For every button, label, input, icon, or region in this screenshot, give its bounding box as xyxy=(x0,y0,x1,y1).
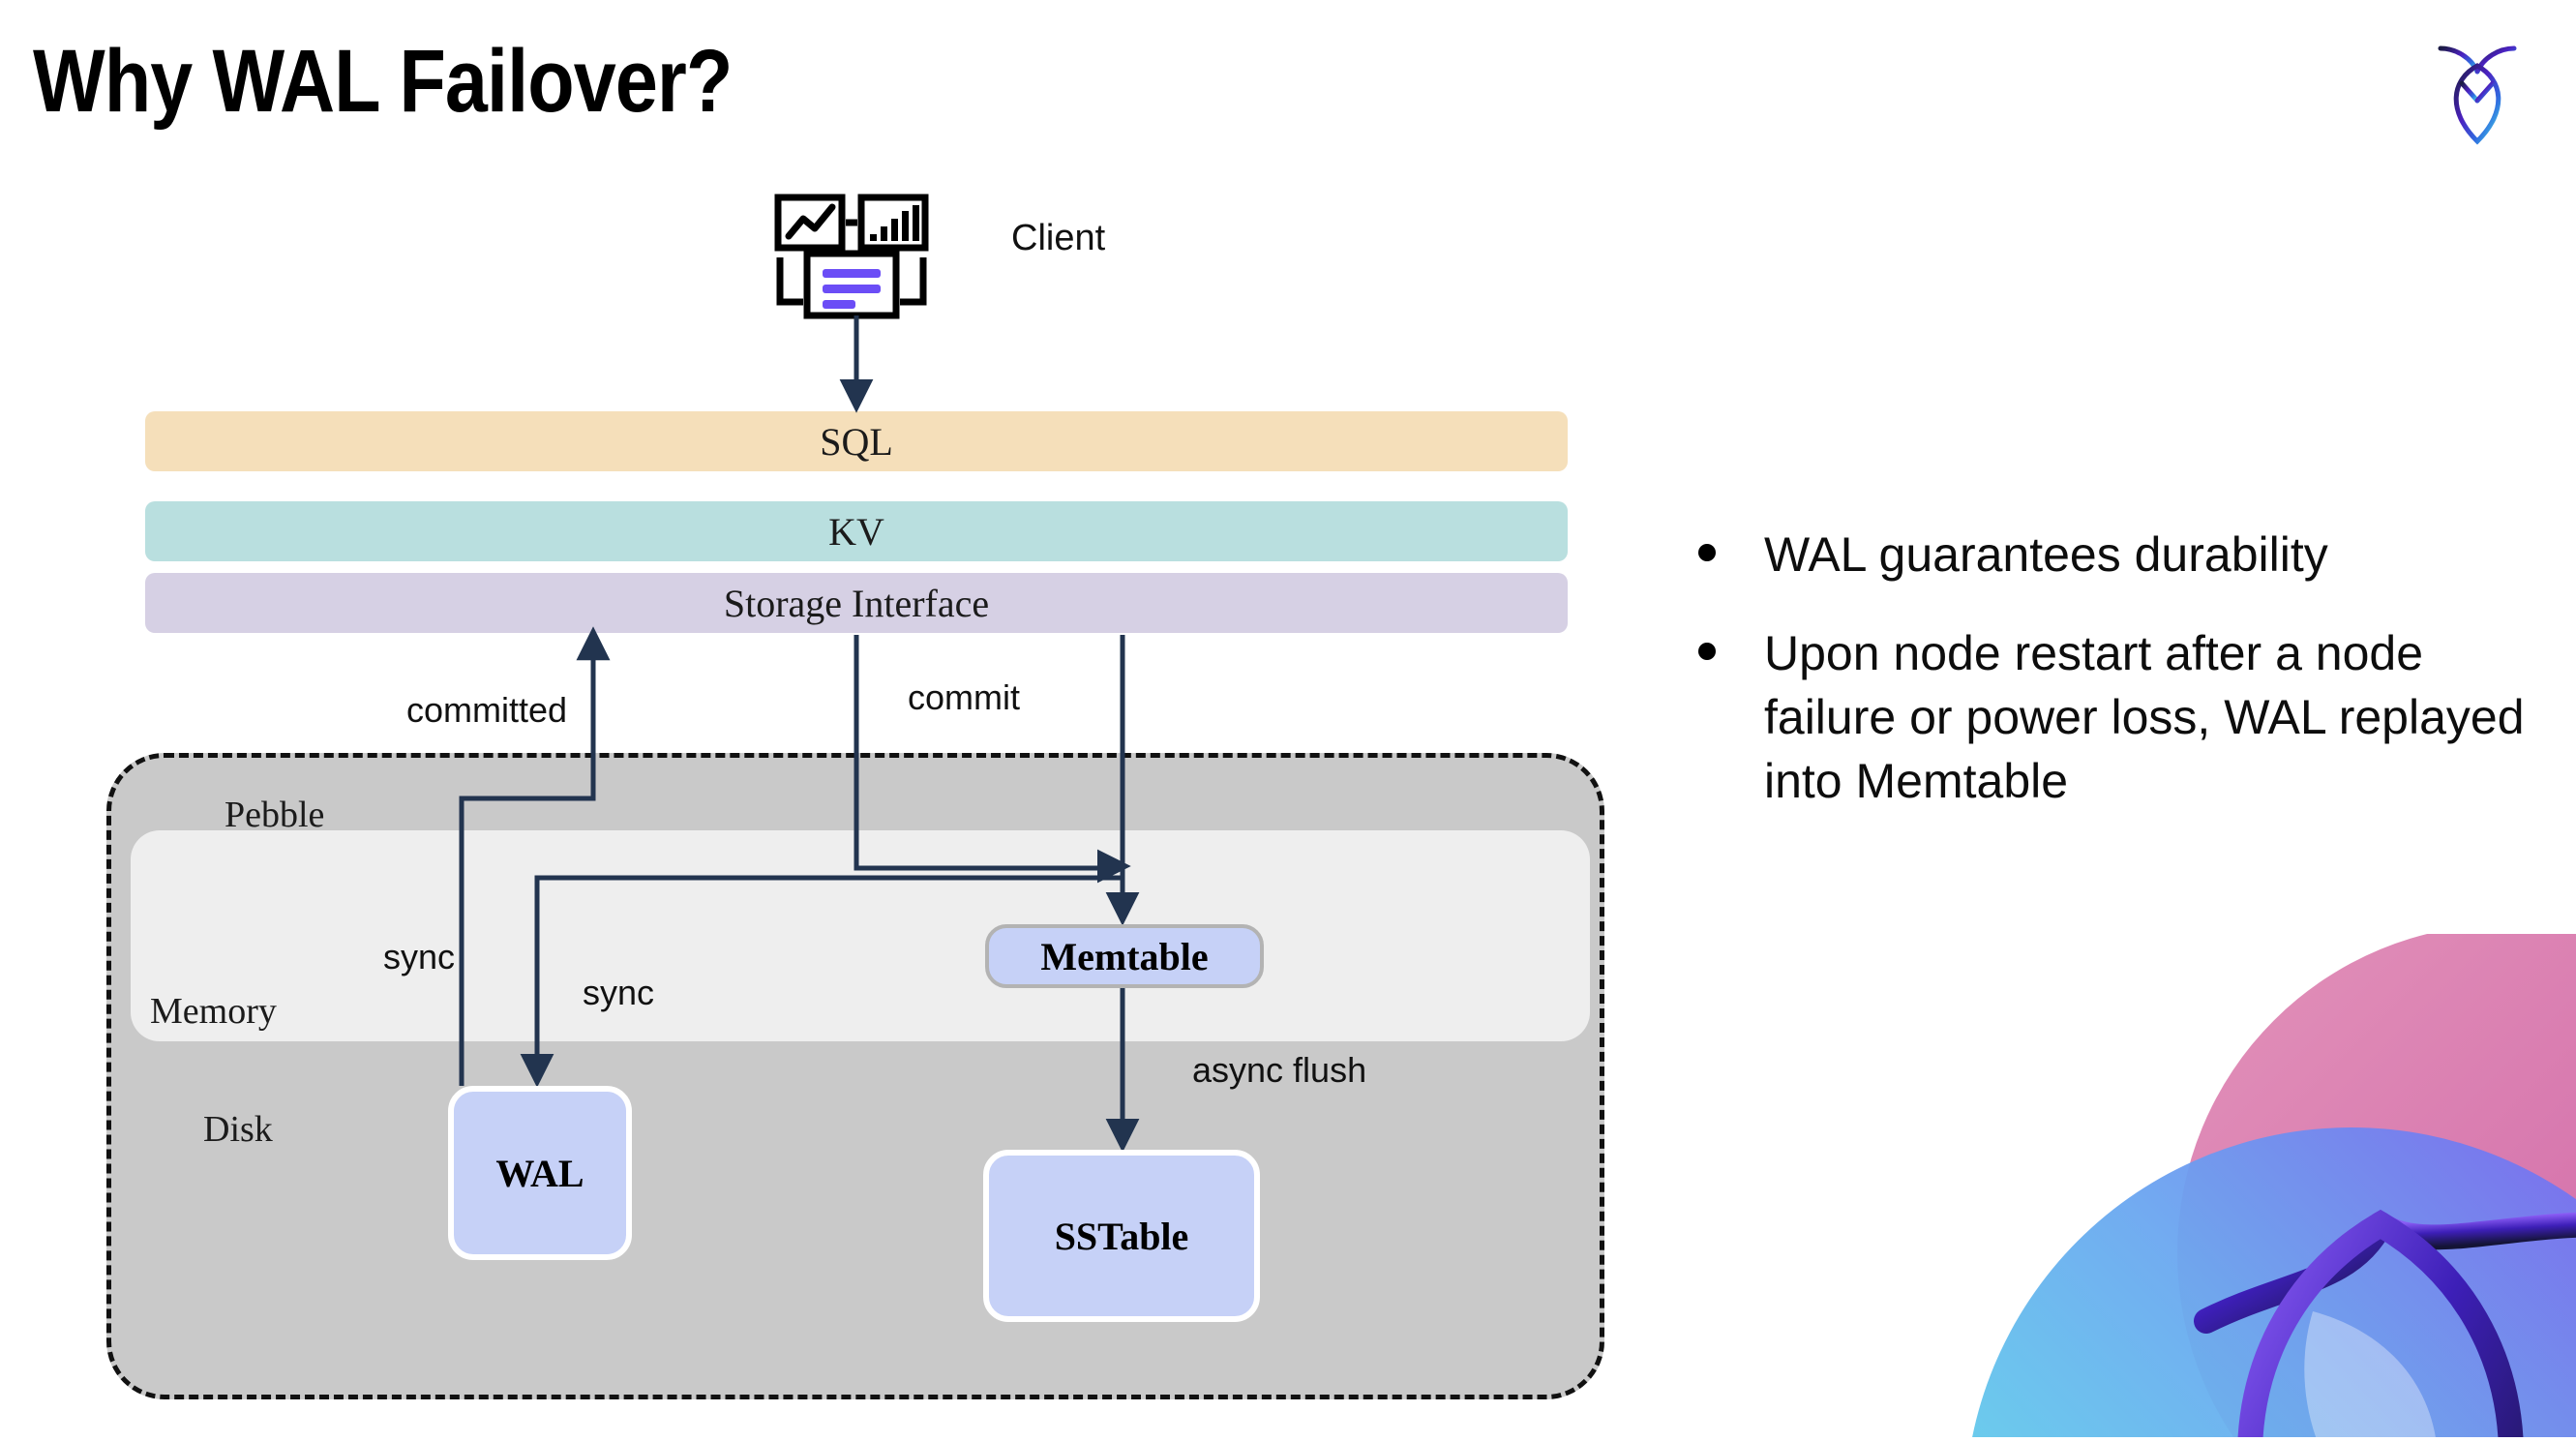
node-label-sstable: SSTable xyxy=(1054,1214,1189,1258)
layer-label-sql: SQL xyxy=(820,419,893,464)
layer-label-kv: KV xyxy=(828,509,884,554)
edge-label-committed: committed xyxy=(406,690,568,730)
node-label-wal: WAL xyxy=(495,1151,584,1195)
bullet-text: Upon node restart after a node failure o… xyxy=(1764,626,2525,808)
edge-label-async-flush: async flush xyxy=(1192,1050,1367,1090)
bullet-dot-icon xyxy=(1698,544,1716,561)
page-title: Why WAL Failover? xyxy=(33,32,733,131)
disk-label: Disk xyxy=(203,1109,273,1150)
bullet-list: WAL guarantees durability Upon node rest… xyxy=(1698,523,2550,848)
memory-zone xyxy=(131,830,1590,1041)
layer-bar-storage: Storage Interface xyxy=(145,573,1568,633)
cockroachdb-watermark-icon xyxy=(1964,934,2576,1437)
node-wal: WAL xyxy=(448,1086,632,1260)
cockroachdb-logo-icon xyxy=(2419,27,2535,148)
edge-label-sync-left: sync xyxy=(383,937,456,976)
architecture-diagram: Client SQL KV Storage Interface Pebble M… xyxy=(106,194,1604,1399)
layer-label-storage: Storage Interface xyxy=(723,581,990,625)
node-sstable: SSTable xyxy=(983,1150,1260,1322)
edge-label-commit: commit xyxy=(908,677,1020,717)
list-item: WAL guarantees durability xyxy=(1698,523,2550,586)
pebble-label: Pebble xyxy=(225,795,325,835)
bullet-text: WAL guarantees durability xyxy=(1764,527,2328,582)
layer-bar-kv: KV xyxy=(145,501,1568,561)
client-label: Client xyxy=(1011,218,1106,258)
edge-label-sync-right: sync xyxy=(583,973,655,1012)
memory-label: Memory xyxy=(150,991,277,1032)
layer-bar-sql: SQL xyxy=(145,411,1568,471)
node-memtable: Memtable xyxy=(985,924,1264,988)
client-dashboard-icon xyxy=(774,194,929,319)
edge-connectors xyxy=(459,315,1140,1153)
node-label-memtable: Memtable xyxy=(1040,934,1209,978)
list-item: Upon node restart after a node failure o… xyxy=(1698,621,2550,813)
bullet-dot-icon xyxy=(1698,643,1716,660)
